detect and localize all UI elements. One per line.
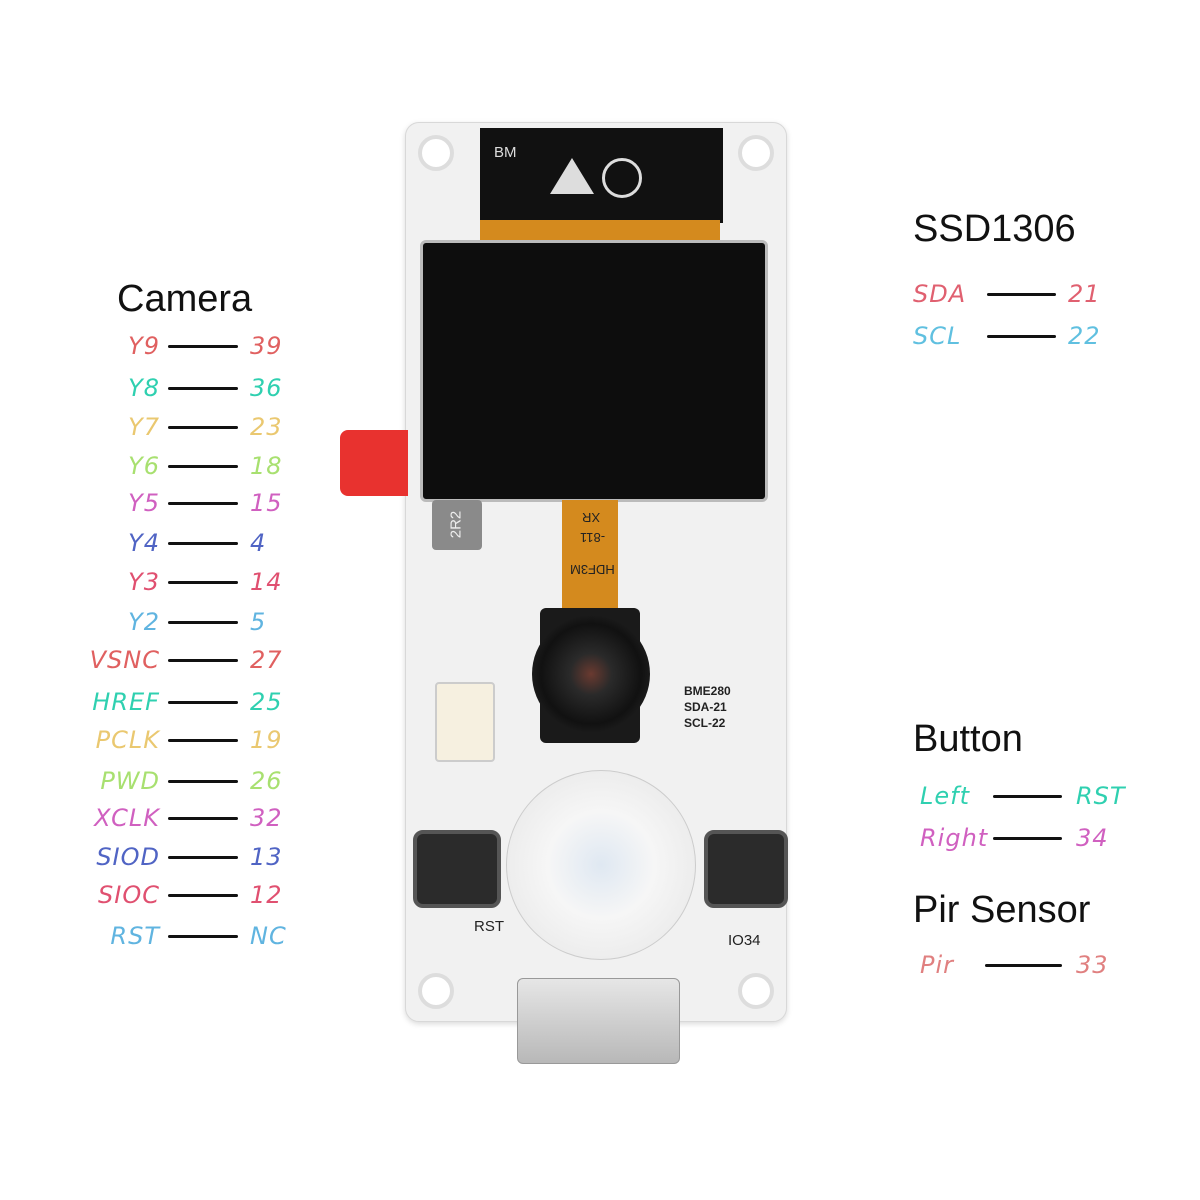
silk-camera-label: -811 — [580, 530, 606, 545]
pin-signal-label: PWD — [100, 767, 160, 795]
pin-signal-label: Y7 — [128, 413, 160, 441]
esd-warning-icon — [550, 158, 594, 194]
connector-line — [168, 659, 238, 662]
pin-signal-label: Left — [920, 782, 970, 810]
connector-line — [993, 837, 1062, 840]
pin-gpio-number: 39 — [250, 332, 283, 360]
connector-line — [987, 293, 1056, 296]
pin-signal-label: Y2 — [128, 608, 160, 636]
oled-display — [420, 240, 768, 502]
connector-line — [987, 335, 1056, 338]
esd-label: BM — [480, 128, 723, 223]
connector-line — [168, 502, 238, 505]
silk-inductor: 2R2 — [447, 510, 465, 539]
pin-gpio-number: 36 — [250, 374, 283, 402]
pin-gpio-number: NC — [250, 922, 287, 950]
pin-signal-label: Y5 — [128, 489, 160, 517]
connector-line — [168, 739, 238, 742]
silk-scl: SCL-22 — [684, 716, 726, 730]
pin-gpio-number: 14 — [250, 568, 283, 596]
protective-tape-tab — [340, 430, 408, 496]
pin-gpio-number: 21 — [1068, 280, 1101, 308]
silk-rst: RST — [474, 918, 504, 935]
camera-title: Camera — [117, 278, 253, 320]
silk-bme280: BME280 — [684, 684, 731, 698]
pin-signal-label: SIOC — [98, 881, 160, 909]
pin-gpio-number: 4 — [250, 529, 267, 557]
connector-line — [168, 387, 238, 390]
connector-line — [993, 795, 1062, 798]
pin-signal-label: PCLK — [95, 726, 160, 754]
pin-signal-label: Y8 — [128, 374, 160, 402]
pin-gpio-number: RST — [1076, 782, 1126, 810]
connector-line — [168, 581, 238, 584]
pin-signal-label: Right — [920, 824, 989, 852]
pin-signal-label: RST — [110, 922, 160, 950]
mount-hole — [418, 973, 454, 1009]
pin-gpio-number: 27 — [250, 646, 283, 674]
pin-gpio-number: 18 — [250, 452, 283, 480]
camera-flex-cable: HDF3M -811 XR — [562, 500, 618, 620]
silk-io34: IO34 — [728, 932, 761, 949]
micro-usb-port[interactable] — [517, 978, 680, 1064]
ssd1306-title: SSD1306 — [913, 208, 1076, 250]
pb-free-icon — [602, 158, 642, 198]
connector-line — [985, 964, 1062, 967]
pin-signal-label: Y6 — [128, 452, 160, 480]
mount-hole — [738, 973, 774, 1009]
pin-gpio-number: 33 — [1076, 951, 1109, 979]
pin-signal-label: Pir — [920, 951, 955, 979]
pin-gpio-number: 22 — [1068, 322, 1101, 350]
connector-line — [168, 856, 238, 859]
pin-signal-label: HREF — [92, 688, 160, 716]
pin-gpio-number: 19 — [250, 726, 283, 754]
pin-gpio-number: 23 — [250, 413, 283, 441]
pin-gpio-number: 5 — [250, 608, 267, 636]
connector-line — [168, 894, 238, 897]
connector-line — [168, 426, 238, 429]
mount-hole — [418, 135, 454, 171]
silk-bm: BM — [494, 144, 517, 161]
connector-line — [168, 542, 238, 545]
connector-line — [168, 345, 238, 348]
pin-gpio-number: 12 — [250, 881, 283, 909]
io34-button[interactable] — [704, 830, 788, 908]
connector-line — [168, 780, 238, 783]
connector-line — [168, 621, 238, 624]
camera-lens — [532, 615, 650, 733]
pir-sensor-dome — [506, 770, 696, 960]
pin-signal-label: Y3 — [128, 568, 160, 596]
pin-gpio-number: 26 — [250, 767, 283, 795]
battery-connector — [435, 682, 495, 762]
silk-camera-label: HDF3M — [570, 562, 615, 577]
pin-signal-label: SIOD — [96, 843, 160, 871]
pin-gpio-number: 15 — [250, 489, 283, 517]
pin-signal-label: SCL — [913, 322, 962, 350]
pin-gpio-number: 32 — [250, 804, 283, 832]
silk-sda: SDA-21 — [684, 700, 727, 714]
connector-line — [168, 701, 238, 704]
button-title: Button — [913, 718, 1023, 760]
rst-button[interactable] — [413, 830, 501, 908]
pin-signal-label: XCLK — [94, 804, 160, 832]
pin-gpio-number: 34 — [1076, 824, 1109, 852]
pin-gpio-number: 25 — [250, 688, 283, 716]
pin-gpio-number: 13 — [250, 843, 283, 871]
inductor: 2R2 — [432, 500, 482, 550]
connector-line — [168, 935, 238, 938]
pin-signal-label: VSNC — [89, 646, 160, 674]
pin-signal-label: Y9 — [128, 332, 160, 360]
mount-hole — [738, 135, 774, 171]
silk-camera-label: XR — [582, 510, 601, 525]
pin-signal-label: Y4 — [128, 529, 160, 557]
connector-line — [168, 817, 238, 820]
pir-sensor-title: Pir Sensor — [913, 889, 1091, 931]
pin-signal-label: SDA — [913, 280, 967, 308]
connector-line — [168, 465, 238, 468]
